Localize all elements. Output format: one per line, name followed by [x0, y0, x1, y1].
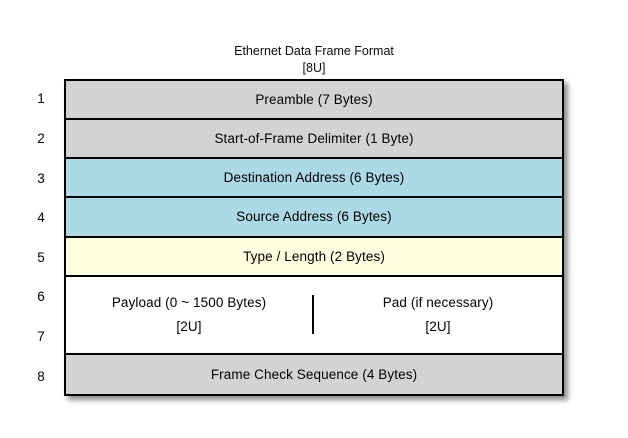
frame-cell-sublabel: [2U] [176, 319, 202, 335]
frame-row-sfd: Start-of-Frame Delimiter (1 Byte) [66, 120, 562, 160]
frame-row-payload-pad: Payload (0 ~ 1500 Bytes) [2U] Pad (if ne… [66, 276, 562, 355]
frame-cell-label: Pad (if necessary) [382, 295, 494, 311]
frame-row-label: Source Address (6 Bytes) [236, 209, 392, 225]
frame-cell-payload: Payload (0 ~ 1500 Bytes) [2U] [66, 295, 314, 335]
frame-row-destination-address: Destination Address (6 Bytes) [66, 159, 562, 199]
row-number-1: 1 [37, 91, 45, 107]
frame-row-label: Preamble (7 Bytes) [255, 92, 373, 108]
row-number-7: 7 [37, 329, 45, 345]
frame-row-type-length: Type / Length (2 Bytes) [66, 237, 562, 277]
row-number-6: 6 [37, 289, 45, 305]
row-number-2: 2 [37, 130, 45, 146]
frame-row-label: Start-of-Frame Delimiter (1 Byte) [214, 131, 414, 147]
diagram-title: Ethernet Data Frame Format [234, 44, 394, 58]
frame-row-preamble: Preamble (7 Bytes) [66, 81, 562, 121]
row-number-5: 5 [37, 249, 45, 265]
row-number-3: 3 [37, 170, 45, 186]
row-number-8: 8 [37, 368, 45, 384]
frame-cell-pad: Pad (if necessary) [2U] [314, 295, 562, 334]
frame-row-source-address: Source Address (6 Bytes) [66, 198, 562, 238]
frame-cell-sublabel: [2U] [425, 319, 451, 335]
row-number-4: 4 [37, 210, 45, 226]
frame-row-fcs: Frame Check Sequence (4 Bytes) [66, 354, 562, 394]
frame-row-label: Frame Check Sequence (4 Bytes) [210, 366, 418, 382]
frame-cell-label: Payload (0 ~ 1500 Bytes) [111, 295, 267, 311]
frame-row-label: Destination Address (6 Bytes) [223, 170, 405, 186]
frame-format-table: Preamble (7 Bytes) Start-of-Frame Delimi… [64, 79, 564, 396]
diagram-subtitle: [8U] [302, 61, 326, 75]
frame-row-label: Type / Length (2 Bytes) [243, 248, 385, 264]
title-block: Ethernet Data Frame Format [8U] [0, 43, 628, 77]
row-number-column: 1 2 3 4 5 6 7 8 [26, 79, 56, 396]
